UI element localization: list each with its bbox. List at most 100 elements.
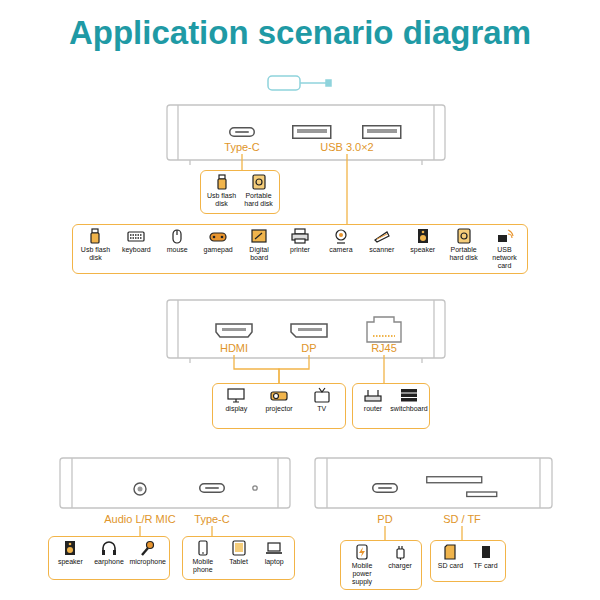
device-caption: Digital board [240,246,279,262]
device-group-box: Usb flash diskPortable hard disk [200,170,280,214]
device-item: earphone [90,540,129,566]
device-item: microphone [128,540,167,566]
device-icon [332,228,350,244]
device-caption: keyboard [122,246,151,254]
diagram-title: Application scenario diagram [0,14,600,52]
port-callout: DP [290,323,328,355]
port-label: RJ45 [370,342,398,355]
connector-line [383,355,384,383]
device-caption: laptop [265,558,284,566]
device-item: camera [320,228,361,254]
port-label: USB 3.0×2 [319,141,375,154]
device-caption: Tablet [229,558,248,566]
connector-line [346,154,347,224]
device-item: display [215,387,258,413]
connector-line [384,526,385,540]
device-caption: Portable hard disk [444,246,483,262]
device-caption: switchboard [390,405,427,413]
hub-panel [167,105,445,165]
connector-line [211,526,212,536]
hub-panel [60,458,290,508]
device-caption: speaker [58,558,83,566]
port-shape [215,323,253,338]
port-callout: Type-C [223,127,260,154]
device-icon [414,228,432,244]
port-callout: Type-C [193,483,230,526]
device-item: keyboard [116,228,157,254]
port-callout: HDMI [215,323,253,355]
device-item: gamepad [198,228,239,254]
device-caption: SD card [438,562,463,570]
device-icon [270,387,288,403]
device-caption: gamepad [204,246,233,254]
device-icon [250,228,268,244]
device-item: SD card [433,544,468,570]
device-caption: TF card [473,562,497,570]
usb-c-cable [268,76,331,90]
device-caption: router [364,405,382,413]
device-icon [61,540,79,556]
device-item: USB network card [484,228,525,270]
device-caption: TV [317,405,326,413]
port-label: HDMI [219,342,249,355]
device-item: scanner [361,228,402,254]
device-caption: Mobile phone [186,558,220,574]
device-group-box: router switchboard [352,383,430,429]
device-icon [455,228,473,244]
device-item: Portable hard disk [240,174,277,208]
device-caption: USB network card [485,246,524,270]
device-icon [496,228,514,244]
device-caption: scanner [369,246,394,254]
device-icon [400,387,418,403]
connector-line [234,355,279,383]
device-group-box: display projector TV [212,383,346,429]
device-icon [227,387,245,403]
device-item: Usb flash disk [203,174,240,208]
device-item: TV [300,387,343,413]
device-icon [364,387,382,403]
device-item: mouse [157,228,198,254]
port-label: Audio L/R MIC [103,513,177,526]
port-shape [199,483,225,493]
device-icon [139,540,157,556]
device-icon [194,540,212,556]
connector-line [461,526,462,540]
device-item: laptop [256,540,292,566]
device-item: projector [258,387,301,413]
device-caption: microphone [129,558,166,566]
device-caption: camera [329,246,352,254]
device-caption: display [225,405,247,413]
device-item: switchboard [391,387,427,413]
device-caption: mouse [167,246,188,254]
device-caption: projector [265,405,292,413]
device-icon [86,228,104,244]
device-item: printer [280,228,321,254]
device-item: Mobile power supply [343,544,381,586]
device-caption: Portable hard disk [241,192,276,208]
device-icon [442,544,460,560]
port-callout: RJ45 [366,316,402,355]
device-group-box: SD card TF card [430,540,506,582]
port-shape [229,127,255,137]
device-icon [291,228,309,244]
device-caption: earphone [94,558,124,566]
hub-panel [315,458,552,508]
device-item: charger [381,544,419,570]
device-icon [127,228,145,244]
device-caption: charger [388,562,412,570]
device-item: speaker [51,540,90,566]
port-label: Type-C [223,141,260,154]
device-icon [250,174,268,190]
port-label: SD / TF [442,513,482,526]
device-item: router [355,387,391,413]
connector-line [241,154,242,170]
device-group-box: Mobile phone Tablet laptop [182,536,295,580]
device-caption: speaker [410,246,435,254]
device-item: Tablet [221,540,257,566]
port-shape [133,482,147,496]
device-item: speaker [402,228,443,254]
port-label: Type-C [193,513,230,526]
device-icon [230,540,248,556]
device-item: Portable hard disk [443,228,484,262]
